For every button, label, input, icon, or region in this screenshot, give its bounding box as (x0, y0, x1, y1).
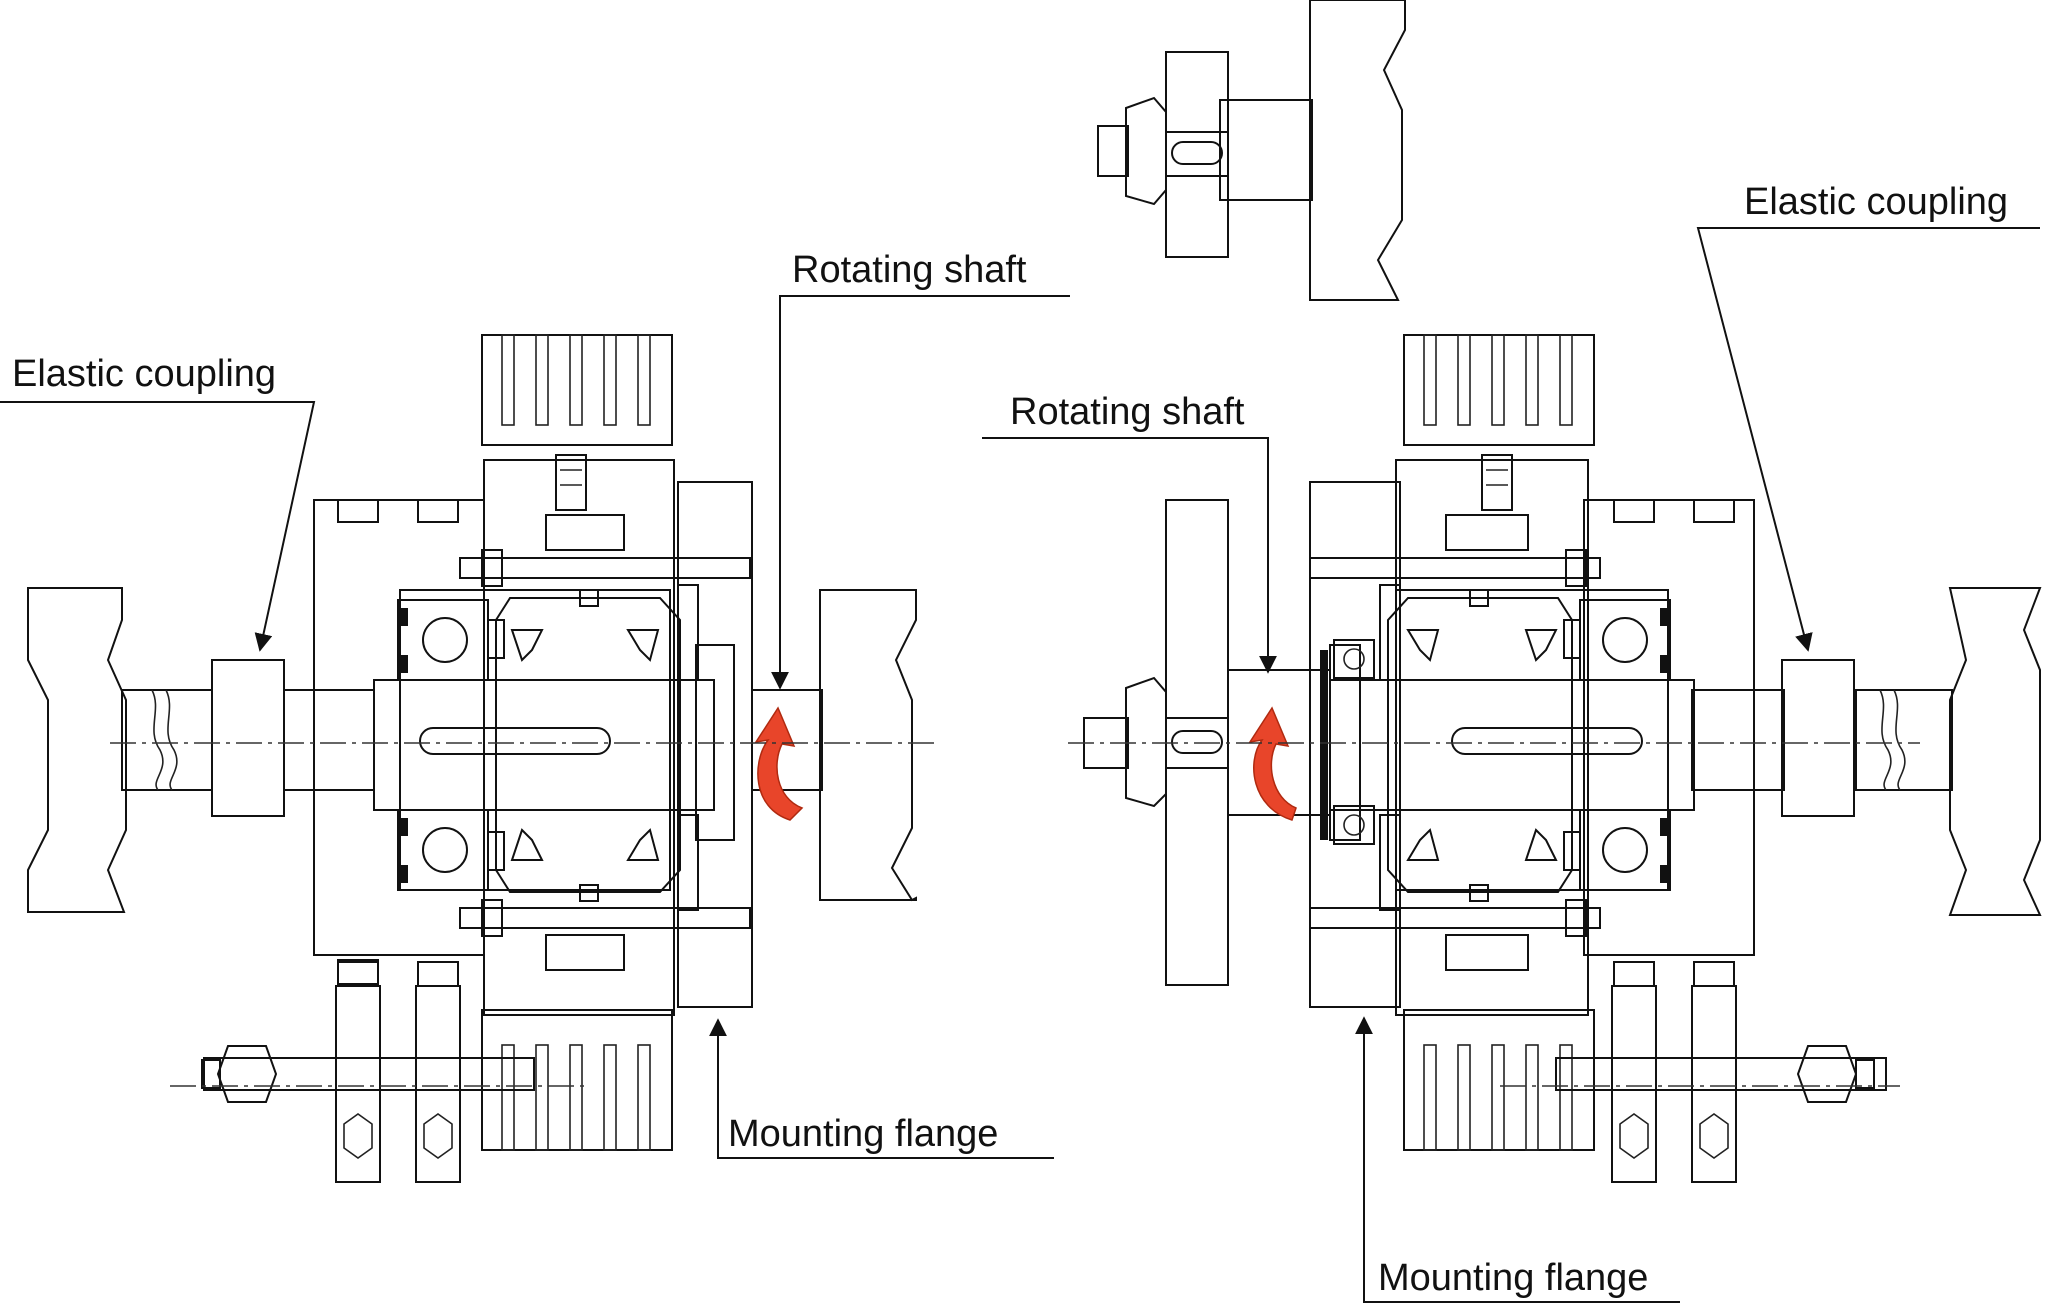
right-cooling-fins-top (1403, 334, 1595, 446)
right-elastic-coupling-bottom (1555, 961, 1887, 1183)
right-motor-break (1948, 587, 2042, 916)
left-motor-break (27, 587, 127, 913)
right-bearing-top (1579, 599, 1671, 681)
left-drive-shaft (121, 689, 213, 791)
left-elastic-coupling-hub (211, 659, 285, 817)
right-assembly (1068, 0, 2042, 1183)
left-rotation-arrow (754, 706, 804, 821)
left-brake-body (483, 459, 675, 1016)
right-bearing-bottom (1579, 809, 1671, 891)
right-elastic-coupling-hub (1781, 659, 1855, 817)
label-elastic-coupling-left: Elastic coupling (12, 353, 276, 395)
right-rotation-arrow (1248, 706, 1297, 821)
right-coil-bottom (1445, 934, 1529, 971)
label-rotating-shaft-right: Rotating shaft (1010, 391, 1245, 433)
left-main-shaft (373, 679, 715, 811)
label-mounting-flange-left: Mounting flange (728, 1113, 998, 1155)
top-pulley-assembly (1097, 0, 1406, 301)
label-elastic-coupling-right: Elastic coupling (1744, 181, 2008, 223)
right-main-shaft (1329, 679, 1695, 811)
left-coil-bottom (545, 934, 625, 971)
left-rotating-machine (819, 589, 917, 902)
left-cooling-fins-top (481, 334, 673, 446)
label-rotating-shaft-left: Rotating shaft (792, 249, 1027, 291)
left-coil-top (545, 514, 625, 551)
leader-lines (0, 227, 2040, 1303)
left-bearing-top (397, 599, 489, 681)
right-coil-top (1445, 514, 1529, 551)
left-assembly (27, 334, 935, 1183)
right-brake-body (1395, 459, 1589, 1016)
left-cooling-fins-bottom (481, 1009, 673, 1151)
left-bearing-bottom (397, 809, 489, 891)
label-mounting-flange-right: Mounting flange (1378, 1257, 1648, 1299)
right-cooling-fins-bottom (1403, 1009, 1595, 1151)
